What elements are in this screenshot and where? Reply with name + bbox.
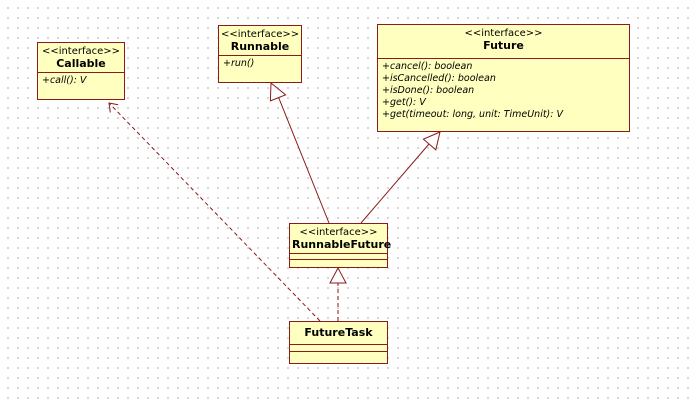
method: +run() [223,58,255,69]
method: +call(): V [42,75,87,86]
dependency-futuretask-callable [108,102,321,322]
class-future-stereotype: <<interface>> [464,28,543,39]
class-runnablefuture-stereotype: <<interface>> [299,227,378,238]
class-futuretask[interactable]: FutureTask [289,321,388,364]
class-runnable-stereotype: <<interface>> [221,29,300,40]
class-future-name: Future [483,39,524,52]
class-runnable-header: <<interface>> Runnable [219,26,301,56]
class-runnablefuture-name: RunnableFuture [292,238,392,251]
class-runnablefuture-methods [290,259,387,266]
class-runnable-methods: +run() [219,56,301,72]
class-callable-header: <<interface>> Callable [38,43,124,73]
class-runnablefuture[interactable]: <<interface>> RunnableFuture [289,223,392,268]
method: +get(timeout: long, unit: TimeUnit): V [382,109,563,120]
realization-arrowhead-runnablefuture [329,266,347,284]
class-callable[interactable]: <<interface>> Callable +call(): V [37,42,125,100]
class-runnable-name: Runnable [230,40,290,53]
class-callable-name: Callable [56,57,106,70]
class-runnable[interactable]: <<interface>> Runnable +run() [218,25,302,83]
method: +isCancelled(): boolean [382,73,496,84]
class-futuretask-header: FutureTask [290,322,387,345]
generalization-arrowhead-runnable [269,81,287,102]
dependency-arrowhead-callable [108,102,119,113]
class-futuretask-methods [290,351,387,358]
generalization-runnablefuture-runnable [277,95,330,224]
class-futuretask-name: FutureTask [304,326,373,339]
method: +cancel(): boolean [382,61,473,72]
method: +get(): V [382,97,426,108]
generalization-runnablefuture-future [360,143,430,224]
class-callable-methods: +call(): V [38,73,124,89]
class-runnablefuture-header: <<interface>> RunnableFuture [290,224,392,254]
class-callable-stereotype: <<interface>> [41,46,121,57]
generalization-arrowhead-future [422,131,441,151]
class-future-header: <<interface>> Future [378,25,629,59]
method: +isDone(): boolean [382,85,475,96]
class-future[interactable]: <<interface>> Future +cancel(): boolean … [377,24,630,132]
class-future-methods: +cancel(): boolean +isCancelled(): boole… [378,59,629,123]
